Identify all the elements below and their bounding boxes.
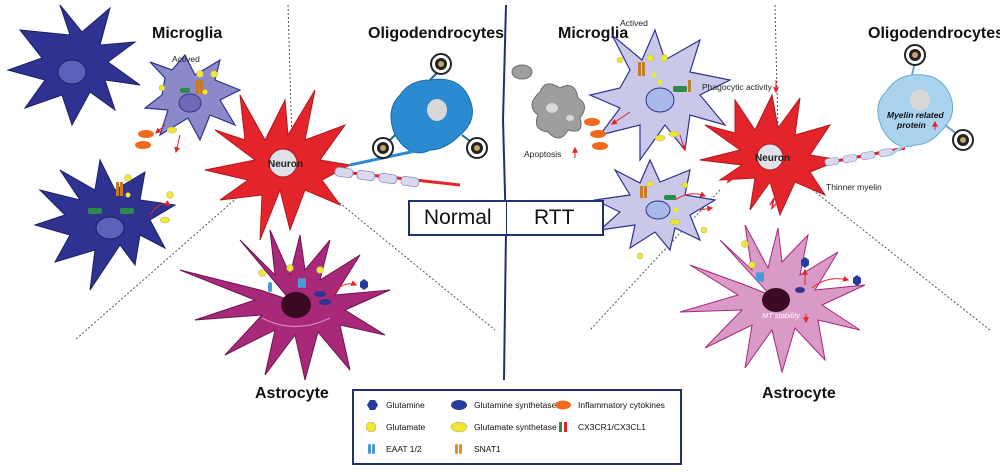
cytokines-right xyxy=(584,118,608,150)
microglia-activated-rtt xyxy=(588,28,732,162)
neuron-normal xyxy=(204,89,461,241)
legend-item-inflammatory-cytokines: Inflammatory cytokines xyxy=(554,399,665,411)
label-left-oligodendrocytes: Oligodendrocytes xyxy=(368,25,504,42)
legend-item-glutamine-synthetase: Glutamine synthetase xyxy=(450,399,556,411)
microglia-resting-large xyxy=(6,4,141,127)
label-phagocytic-activity: Phagocytic activity xyxy=(702,82,773,92)
legend-item-glutamate: Glutamate xyxy=(364,421,425,433)
oligodendrocyte-rtt xyxy=(877,44,974,157)
blue-capsules-icon xyxy=(368,444,375,454)
legend-item-eaat: EAAT 1/2 xyxy=(364,443,422,455)
yellow-circle-icon xyxy=(365,421,377,433)
label-rtt: RTT xyxy=(534,206,575,229)
oligodendrocyte-normal xyxy=(349,53,488,167)
label-apoptosis: Apoptosis xyxy=(524,149,561,159)
legend-label: Glutamate synthetase xyxy=(474,422,557,432)
legend-item-glutamine: Glutamine xyxy=(364,399,425,411)
cytokines-left xyxy=(135,130,154,149)
legend-item-cx3cr1: CX3CR1/CX3CL1 xyxy=(554,421,646,433)
legend-item-snat1: SNAT1 xyxy=(450,443,501,455)
legend: Glutamine Glutamine synthetase Inflammat… xyxy=(352,389,682,465)
label-right-astrocyte: Astrocyte xyxy=(762,385,836,402)
microglia-rtt-lower xyxy=(592,158,717,260)
astrocyte-normal xyxy=(179,229,391,381)
hexagon-icon xyxy=(367,400,378,410)
center-divider xyxy=(501,4,508,381)
label-left-actived: Actived xyxy=(172,54,200,64)
label-right-microglia: Microglia xyxy=(558,25,628,42)
orange-oval-icon xyxy=(555,400,571,410)
label-right-actived: Actived xyxy=(620,18,648,28)
guide-lines xyxy=(74,4,991,341)
label-left-neuron: Neuron xyxy=(268,159,303,170)
label-myelin-related-protein-2: protein xyxy=(896,120,926,130)
box-divider xyxy=(505,202,507,234)
legend-label: Glutamine xyxy=(386,400,425,410)
receptor-bars-icon xyxy=(559,422,567,432)
label-mt-stability: MT stability xyxy=(762,311,801,320)
orange-capsules-icon xyxy=(455,444,462,454)
legend-label: Glutamine synthetase xyxy=(474,400,557,410)
microglia-activated-normal xyxy=(143,53,242,142)
label-left-microglia: Microglia xyxy=(152,25,222,42)
microglia-apoptotic xyxy=(511,64,585,139)
legend-label: Inflammatory cytokines xyxy=(578,400,665,410)
normal-rtt-box: Normal RTT xyxy=(408,200,604,236)
microglia-normal-lower xyxy=(33,158,177,291)
legend-label: CX3CR1/CX3CL1 xyxy=(578,422,647,432)
legend-label: SNAT1 xyxy=(474,444,501,454)
label-right-oligodendrocytes: Oligodendrocytes xyxy=(868,25,1000,42)
legend-label: EAAT 1/2 xyxy=(386,444,422,454)
legend-label: Glutamate xyxy=(386,422,426,432)
legend-item-glutamate-synthetase: Glutamate synthetase xyxy=(450,421,557,433)
dark-oval-icon xyxy=(451,400,467,410)
label-thinner-myelin: Thinner myelin xyxy=(826,182,882,192)
label-normal: Normal xyxy=(423,206,492,229)
label-left-astrocyte: Astrocyte xyxy=(255,385,329,402)
astrocyte-rtt xyxy=(679,224,866,374)
label-myelin-related-protein-1: Myelin related xyxy=(887,110,944,120)
neuron-rtt xyxy=(699,93,906,217)
label-right-neuron: Neuron xyxy=(755,153,790,164)
yellow-oval-icon xyxy=(450,421,468,433)
